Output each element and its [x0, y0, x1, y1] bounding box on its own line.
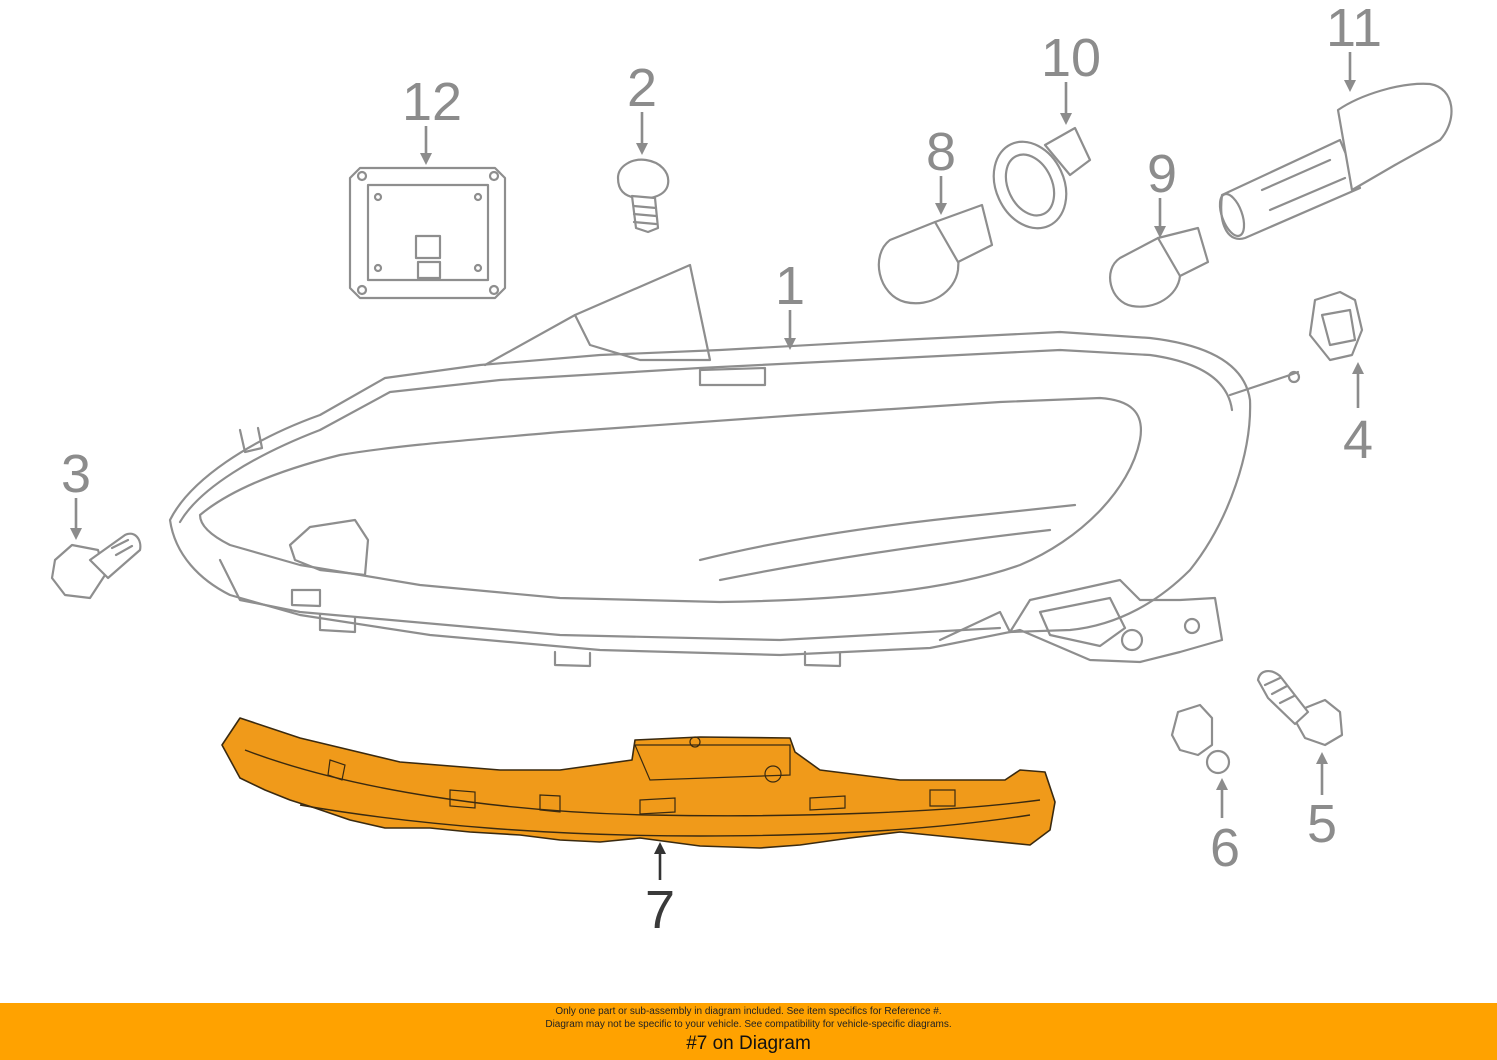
headlamp-assembly	[168, 263, 1301, 668]
footer-note-line-2: Diagram may not be specific to your vehi…	[545, 1019, 952, 1030]
footer-note-line-1: Only one part or sub-assembly in diagram…	[555, 1006, 942, 1017]
callout-2: 2	[627, 58, 657, 118]
callout-7-arrowhead	[654, 842, 666, 854]
ballast-module	[348, 166, 507, 300]
callout-6-arrowhead	[1216, 778, 1228, 790]
callout-3-arrowhead	[70, 528, 82, 540]
callout-12: 12	[402, 72, 462, 132]
callout-1-arrowhead	[784, 338, 796, 350]
callout-10-arrowhead	[1060, 113, 1072, 125]
socket-10	[992, 126, 1092, 230]
bolt-3	[50, 532, 142, 600]
callout-11: 11	[1326, 0, 1382, 58]
bracket-7	[221, 717, 1056, 849]
callout-6: 6	[1210, 818, 1240, 878]
bulb-9	[1109, 226, 1210, 308]
screw-5	[1256, 670, 1344, 747]
bulb-11	[1218, 82, 1453, 241]
screw-2	[616, 158, 670, 234]
callout-4: 4	[1343, 410, 1373, 470]
callout-12-arrowhead	[420, 153, 432, 165]
callout-7: 7	[645, 880, 675, 940]
callout-8: 8	[926, 122, 956, 182]
diagram-reference: #7 on Diagram	[686, 1033, 811, 1054]
callout-4-arrowhead	[1352, 362, 1364, 374]
callout-3: 3	[61, 444, 91, 504]
callout-9-arrowhead	[1154, 226, 1166, 238]
footer-banner: Only one part or sub-assembly in diagram…	[0, 1003, 1497, 1060]
callout-11-arrowhead	[1344, 80, 1356, 92]
bulb-8	[877, 203, 994, 305]
callout-2-arrowhead	[636, 143, 648, 155]
callout-9: 9	[1147, 144, 1177, 204]
callout-arrows	[70, 52, 1364, 880]
clip-4	[1308, 290, 1364, 362]
callout-8-arrowhead	[935, 203, 947, 215]
callout-5-arrowhead	[1316, 752, 1328, 764]
parts-diagram: 1 2 3 4 5 6 7 8 9 10 11 12	[50, 0, 1453, 940]
nut-6	[1170, 703, 1231, 775]
callout-1: 1	[775, 256, 805, 316]
callout-5: 5	[1307, 794, 1337, 854]
callout-10: 10	[1041, 28, 1101, 88]
